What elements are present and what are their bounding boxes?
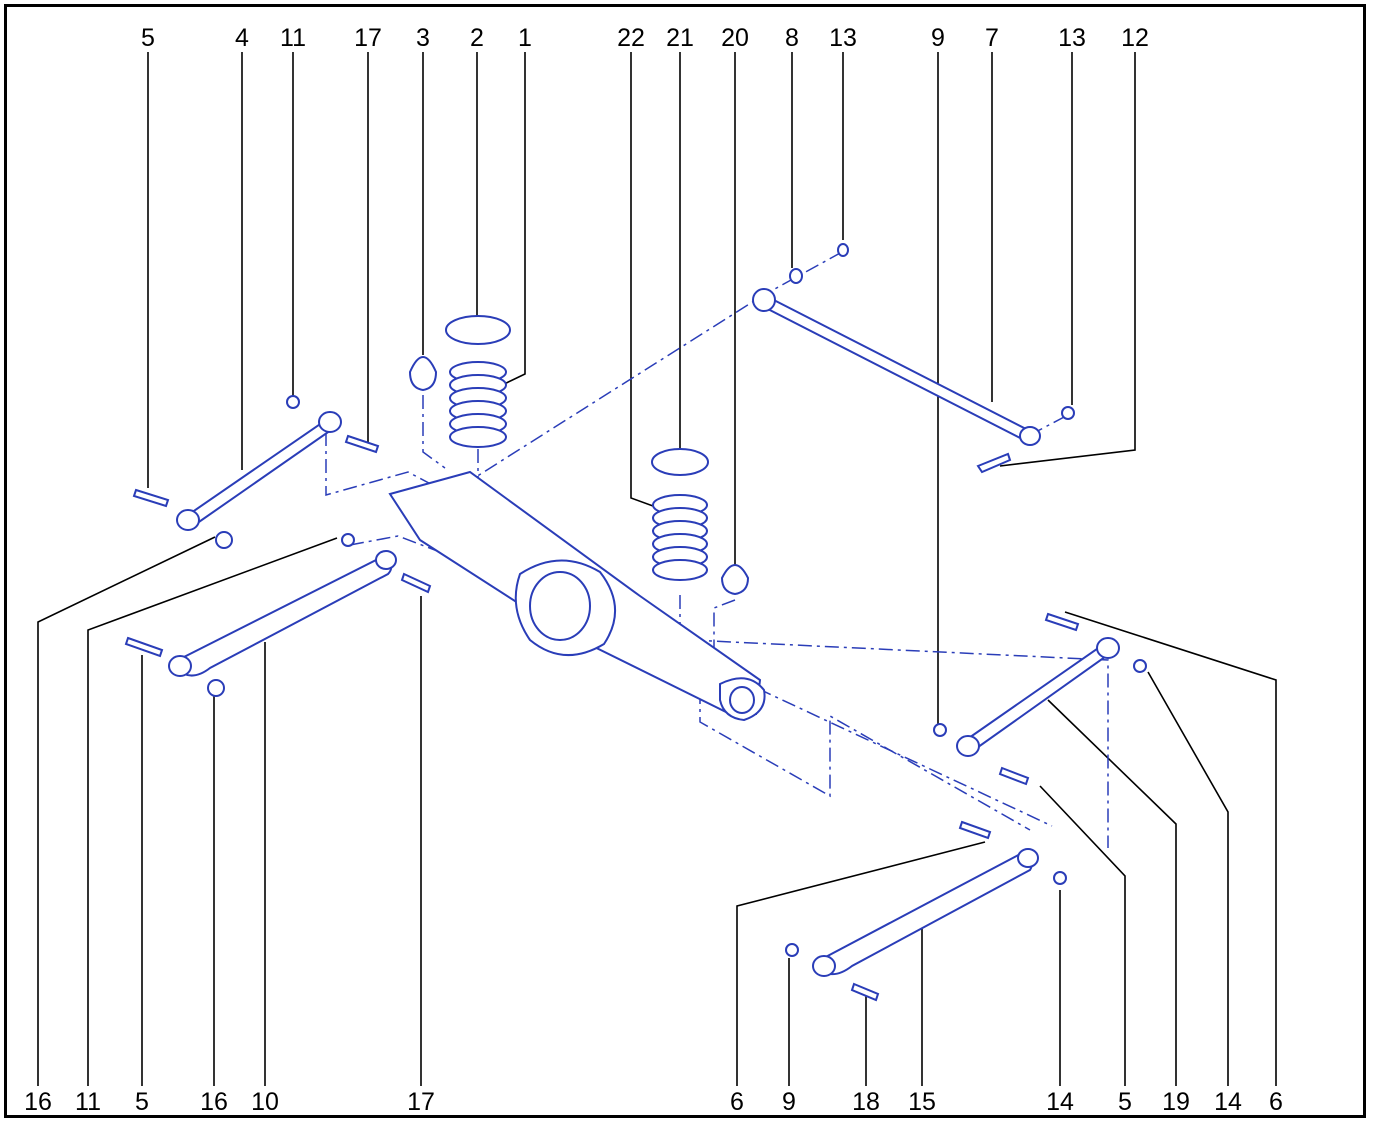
callout-bottom-11: 11 bbox=[75, 1088, 101, 1116]
callout-top-11: 11 bbox=[280, 24, 306, 52]
callout-bottom-15: 15 bbox=[908, 1088, 936, 1116]
callout-bottom-10: 10 bbox=[251, 1088, 279, 1116]
callout-bottom-19: 19 bbox=[1162, 1088, 1190, 1116]
callout-top-13: 13 bbox=[829, 24, 857, 52]
callout-bottom-16b: 16 bbox=[200, 1088, 228, 1116]
callout-top-12: 12 bbox=[1121, 24, 1149, 52]
callout-bottom-14: 14 bbox=[1046, 1088, 1074, 1116]
callout-top-4: 4 bbox=[235, 24, 249, 52]
lower-left-control-arm bbox=[124, 533, 432, 697]
coil-spring-left bbox=[445, 315, 511, 448]
callout-top-20: 20 bbox=[721, 24, 749, 52]
callout-top-21: 21 bbox=[666, 24, 694, 52]
coil-spring-right bbox=[651, 448, 709, 581]
callout-top-9: 9 bbox=[931, 24, 945, 52]
callout-top-2: 2 bbox=[470, 24, 484, 52]
callout-bottom-5: 5 bbox=[135, 1088, 149, 1116]
callout-top-7: 7 bbox=[985, 24, 999, 52]
leader-lines-bottom bbox=[37, 536, 1277, 1086]
leader-22 bbox=[630, 52, 665, 511]
bottom-callouts: 16 11 5 16 10 17 6 9 18 15 14 5 19 14 6 bbox=[24, 1088, 1283, 1116]
leader-6-bottom bbox=[736, 841, 986, 1086]
callout-top-3: 3 bbox=[416, 24, 430, 52]
lower-right-control-arm bbox=[785, 820, 1067, 1002]
callout-top-22: 22 bbox=[617, 24, 645, 52]
panhard-rod bbox=[752, 243, 1075, 474]
rear-axle-housing bbox=[388, 470, 766, 722]
callout-top-5: 5 bbox=[141, 24, 155, 52]
panhard-rod-centerline bbox=[467, 251, 843, 483]
upper-right-control-arm bbox=[933, 612, 1147, 786]
callout-top-8: 8 bbox=[785, 24, 799, 52]
leader-5b-bottom bbox=[1039, 785, 1126, 1086]
callout-top-1: 1 bbox=[518, 24, 532, 52]
callout-bottom-5b: 5 bbox=[1118, 1088, 1132, 1116]
upper-left-arm-centerline bbox=[325, 432, 443, 496]
lower-left-arm-centerline bbox=[349, 535, 441, 553]
top-callouts: 5 4 11 17 3 2 1 22 21 20 8 13 9 7 13 12 bbox=[141, 24, 1149, 52]
callout-bottom-18: 18 bbox=[852, 1088, 880, 1116]
callout-bottom-9: 9 bbox=[782, 1088, 796, 1116]
diagram-frame bbox=[4, 4, 1366, 1118]
callout-bottom-17: 17 bbox=[407, 1088, 435, 1116]
leader-19 bbox=[1047, 699, 1177, 1086]
upper-right-arm-centerline bbox=[689, 639, 1109, 848]
leader-12 bbox=[999, 52, 1136, 467]
leader-14b-bottom bbox=[1147, 671, 1229, 1086]
callout-top-13b: 13 bbox=[1058, 24, 1086, 52]
callout-top-17: 17 bbox=[354, 24, 382, 52]
callout-bottom-16: 16 bbox=[24, 1088, 52, 1116]
bumper-left-centerline bbox=[422, 395, 446, 469]
leader-16-bottom bbox=[37, 536, 216, 1086]
callout-bottom-14b: 14 bbox=[1214, 1088, 1242, 1116]
leader-11-bottom bbox=[87, 537, 338, 1086]
leader-6b-bottom bbox=[1064, 611, 1277, 1086]
bump-stops bbox=[408, 356, 750, 596]
bumper-right-centerline bbox=[713, 599, 736, 660]
callout-bottom-6: 6 bbox=[730, 1088, 744, 1116]
upper-left-control-arm bbox=[132, 395, 380, 549]
lower-right-arm-centerline bbox=[699, 690, 1031, 831]
callout-bottom-6b: 6 bbox=[1269, 1088, 1283, 1116]
leader-1 bbox=[499, 52, 526, 387]
